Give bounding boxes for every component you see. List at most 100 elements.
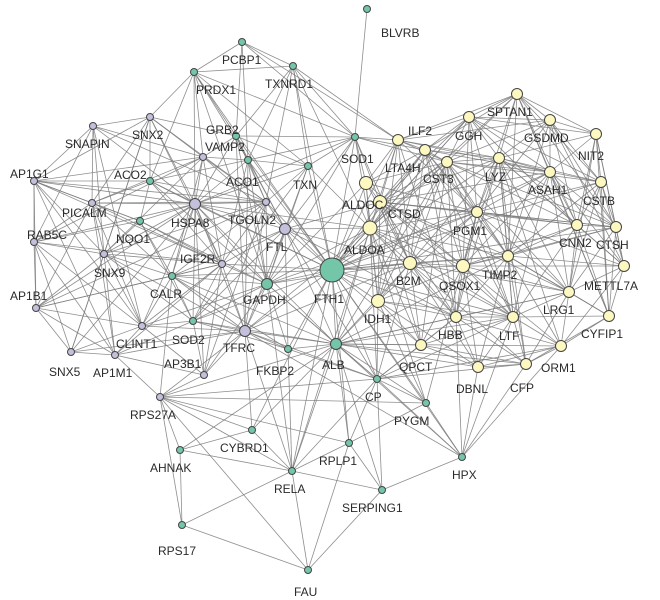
edge-gapdh-tfrc <box>244 283 268 332</box>
edge-ilf2-sptan1 <box>397 93 518 141</box>
edge-snx2-igf2r <box>149 116 223 265</box>
edge-clint1-sod2 <box>141 320 194 327</box>
edge-asah1-mettl7a <box>549 171 625 267</box>
edge-rab5c-snx5 <box>33 241 72 353</box>
edge-ftl-igf2r <box>221 228 286 265</box>
edge-cst3-ctsd <box>379 161 448 203</box>
edge-prdx1-gapdh <box>193 71 268 285</box>
edge-ctsd-idh1 <box>377 201 381 302</box>
edge-sptan1-lyz <box>498 93 518 159</box>
node-label-ap3b1: AP3B1 <box>164 357 202 371</box>
edge-gsdmd-timp2 <box>507 119 551 257</box>
edge-alb-cst3 <box>335 161 448 345</box>
edge-pcbp1-txnrd1 <box>241 41 294 67</box>
edge-gsdmd-nit2 <box>549 119 597 135</box>
edge-asah1-lrg1 <box>549 171 570 293</box>
edge-cybrd1-rela <box>251 429 293 472</box>
edge-calr-clint1 <box>141 275 173 327</box>
edge-cstb-lrg1 <box>568 181 602 293</box>
edge-ggh-cnn2 <box>468 116 578 226</box>
edge-txn-aldoa <box>307 165 371 229</box>
edge-cst3-idh1 <box>377 161 448 302</box>
node-cyfip1 <box>603 310 615 322</box>
edge-rplp1-serping1 <box>348 442 383 491</box>
edge-rab5c-snx9 <box>33 241 105 255</box>
node-ftl <box>279 223 291 235</box>
node-label-cp: CP <box>365 390 382 404</box>
edge-sod1-fth1 <box>331 136 356 271</box>
edge-timp2-dbnl <box>477 255 509 368</box>
edge-picalm-clint1 <box>91 202 143 327</box>
edge-cp-ltf <box>376 316 514 380</box>
edge-picalm-nqo1 <box>91 202 141 222</box>
edge-lyz-ctsd <box>379 157 500 203</box>
node-label-cfp: CFP <box>510 381 534 395</box>
edge-cnn2-ctsh <box>576 224 617 228</box>
node-ap1m1 <box>111 351 119 359</box>
edge-alb-serping1 <box>335 343 383 491</box>
edge-gsdmd-lyz <box>498 119 551 159</box>
edge-qsox1-timp2 <box>462 255 509 267</box>
node-label-mettl7a: METTL7A <box>584 279 638 293</box>
node-aco1 <box>244 156 252 164</box>
edge-ahnak-rela <box>179 449 293 472</box>
node-aldoc <box>359 176 373 190</box>
node-label-ilf2: ILF2 <box>408 124 432 138</box>
node-label-sod1: SOD1 <box>341 152 374 166</box>
edge-tfrc-rps27a <box>159 330 246 398</box>
edge-cp-rplp1 <box>348 378 378 444</box>
node-label-alb: ALB <box>322 358 345 372</box>
node-igf2r <box>218 260 226 268</box>
edge-ctsd-hbb <box>379 201 457 318</box>
edge-hbb-dbnl <box>455 316 479 368</box>
edge-vamp2-aco1 <box>202 156 249 161</box>
edge-ilf2-gsdmd <box>397 119 551 141</box>
edge-nqo1-sod2 <box>139 220 194 322</box>
edge-clint1-tfrc <box>141 325 246 332</box>
node-ilf2 <box>392 134 404 146</box>
edge-vamp2-hspa8 <box>194 156 204 205</box>
edge-calr-gapdh <box>171 275 268 285</box>
node-sptan1 <box>511 88 523 100</box>
edge-cfp-orm1 <box>525 345 562 365</box>
edge-cst3-b2m <box>409 161 448 264</box>
node-label-ftl: FTL <box>266 240 288 254</box>
node-label-snapin: SNAPIN <box>65 137 110 151</box>
node-b2m <box>403 256 417 270</box>
node-calr <box>168 272 176 280</box>
edge-hpx-dbnl <box>461 366 479 458</box>
edge-txnrd1-fth1 <box>292 65 333 271</box>
edge-igf2r-sod2 <box>192 263 223 322</box>
edge-clint1-snx5 <box>70 325 143 353</box>
edge-ltf-orm1 <box>512 316 562 347</box>
node-label-timp2: TIMP2 <box>482 268 518 282</box>
edge-cstb-ctsh <box>600 181 617 228</box>
edge-vamp2-tgoln2 <box>202 156 267 203</box>
edge-ggh-sptan1 <box>468 93 518 118</box>
edge-alb-pygm <box>335 343 427 404</box>
edge-tfrc-b2m <box>244 262 411 332</box>
node-label-vamp2: VAMP2 <box>205 140 245 154</box>
node-label-lta4h: LTA4H <box>385 161 421 175</box>
node-label-ctsd: CTSD <box>388 207 421 221</box>
node-label-ap1b1: AP1B1 <box>10 289 48 303</box>
edge-tgoln2-tfrc <box>244 201 267 332</box>
edge-txn-tgoln2 <box>265 165 309 203</box>
edge-gapdh-sod2 <box>192 283 268 322</box>
edge-fth1-pgm1 <box>331 211 478 271</box>
node-tfrc <box>239 325 251 337</box>
edge-fth1-fkbp2 <box>287 269 333 350</box>
edge-picalm-ap1b1 <box>35 202 93 309</box>
edge-alb-ltf <box>335 316 514 345</box>
node-label-sod2: SOD2 <box>172 333 205 347</box>
node-label-idh1: IDH1 <box>364 312 392 326</box>
edge-ap1g1-ap1m1 <box>33 180 116 356</box>
node-label-blvrb: BLVRB <box>381 26 419 40</box>
edge-ap1g1-hspa8 <box>33 180 196 205</box>
edge-ap3b1-rps27a <box>159 374 205 398</box>
edge-vamp2-calr <box>171 156 204 277</box>
edge-asah1-cstb <box>549 171 602 183</box>
node-label-b2m: B2M <box>396 274 421 288</box>
edge-gapdh-fkbp2 <box>266 283 289 350</box>
